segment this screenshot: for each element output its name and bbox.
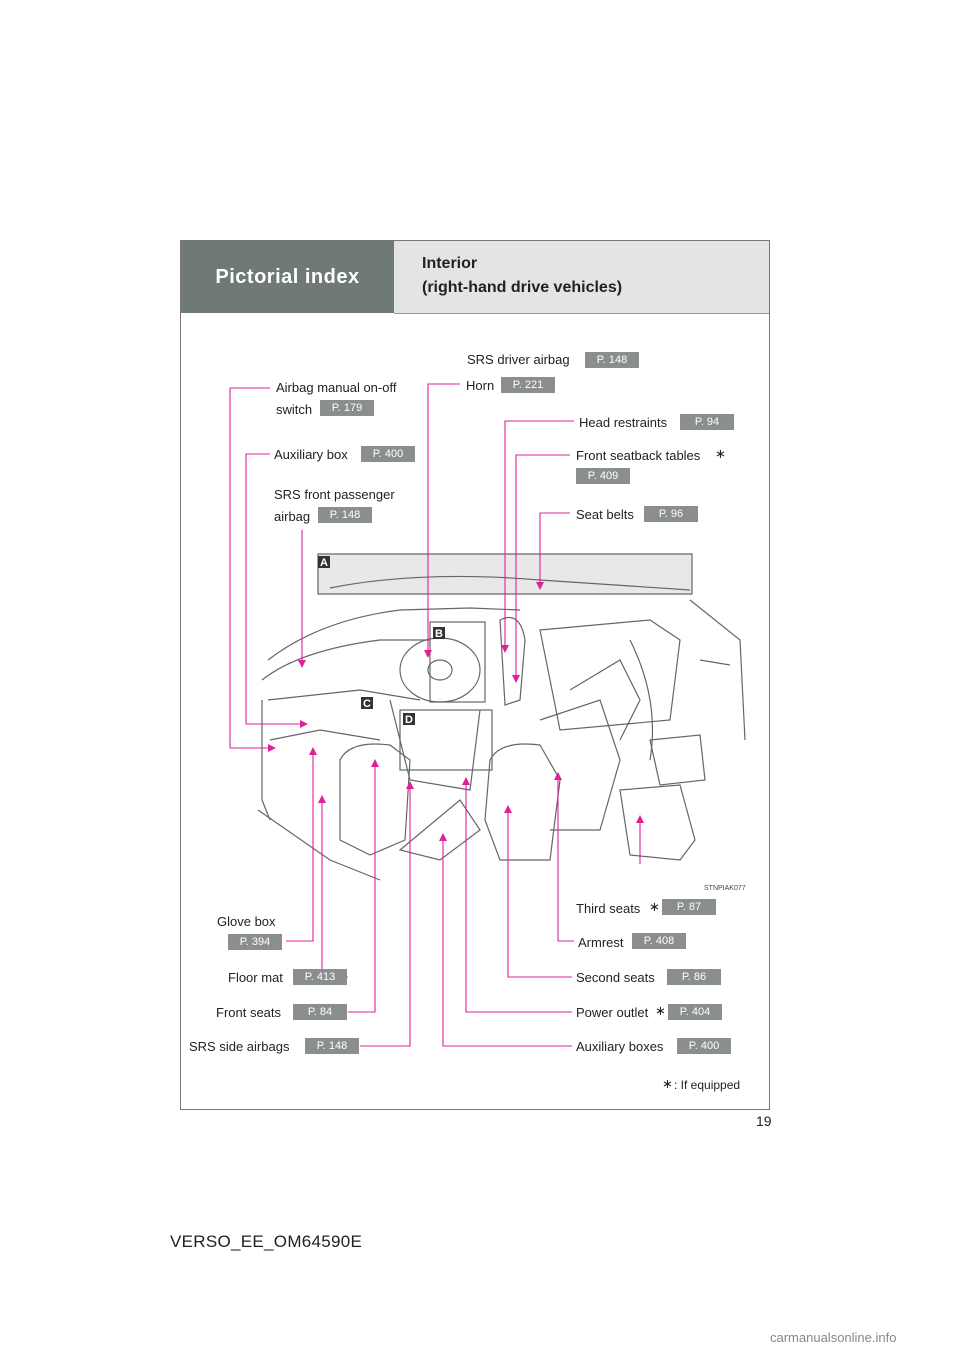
page-ref-auxiliary-box: P. 400: [361, 446, 415, 462]
page-ref-power-outlet: P. 404: [668, 1004, 722, 1020]
label-armrest: Armrest: [578, 935, 624, 950]
image-code: STNPIAK077: [704, 885, 746, 892]
page-ref-horn: P. 221: [501, 377, 555, 393]
page-title: Interior: [422, 255, 478, 272]
page-ref-glove-box: P. 394: [228, 934, 282, 950]
page-ref-floor-mat: P. 413: [293, 969, 347, 985]
page-ref-srs-side-airbags: P. 148: [305, 1038, 359, 1054]
label-floor-mat: Floor mat: [228, 970, 283, 985]
label-glove-box: Glove box: [217, 914, 276, 929]
inset-letter-a: A: [320, 557, 328, 569]
asterisk-power-outlet: ∗: [655, 1003, 666, 1018]
page-frame: Pictorial index Interior (right-hand dri…: [180, 240, 770, 1110]
page-ref-auxiliary-boxes: P. 400: [677, 1038, 731, 1054]
inset-letter-b: B: [435, 628, 443, 640]
page-title-block: Interior (right-hand drive vehicles): [394, 241, 769, 314]
page-ref-airbag-switch: P. 179: [320, 400, 374, 416]
label-horn: Horn: [466, 378, 495, 393]
page-ref-armrest: P. 408: [632, 933, 686, 949]
label-airbag-switch: switch: [276, 402, 313, 417]
label-srs-front-passenger-line1: SRS front passenger: [274, 487, 395, 502]
label-auxiliary-boxes: Auxiliary boxes: [576, 1039, 664, 1054]
footnote-asterisk: ∗: [662, 1076, 673, 1091]
footnote: : If equipped: [674, 1078, 741, 1092]
label-srs-front-passenger: airbag: [274, 509, 311, 524]
label-second-seats: Second seats: [576, 970, 655, 985]
page-ref-srs-driver-airbag: P. 148: [585, 352, 639, 368]
label-auxiliary-box: Auxiliary box: [274, 447, 348, 462]
asterisk-front-seatback: ∗: [715, 446, 726, 461]
page-ref-second-seats: P. 86: [667, 969, 721, 985]
page-ref-front-seatback-tables: P. 409: [576, 468, 630, 484]
page-ref-srs-front-passenger: P. 148: [318, 507, 372, 523]
label-front-seatback-tables: Front seatback tables: [576, 448, 701, 463]
label-head-restraints: Head restraints: [579, 415, 668, 430]
label-third-seats: Third seats: [576, 901, 641, 916]
page-ref-seat-belts: P. 96: [644, 506, 698, 522]
callout-arrowheads: [268, 582, 644, 841]
inset-letter-d: D: [405, 714, 413, 726]
label-seat-belts: Seat belts: [576, 507, 634, 522]
inset-letter-c: C: [363, 698, 371, 710]
callout-lines: [229, 383, 641, 1047]
page-subtitle: (right-hand drive vehicles): [422, 279, 623, 296]
label-power-outlet: Power outlet: [576, 1005, 649, 1020]
label-airbag-switch-line1: Airbag manual on-off: [276, 380, 397, 395]
document-code: VERSO_EE_OM64590E: [170, 1232, 363, 1251]
page-ref-head-restraints: P. 94: [680, 414, 734, 430]
label-front-seats: Front seats: [216, 1005, 282, 1020]
asterisk-third-seats: ∗: [649, 899, 660, 914]
page-ref-third-seats: P. 87: [662, 899, 716, 915]
label-srs-driver-airbag: SRS driver airbag: [467, 352, 570, 367]
page-number: 19: [756, 1113, 772, 1129]
section-tab: Pictorial index: [181, 241, 394, 313]
page-ref-front-seats: P. 84: [293, 1004, 347, 1020]
label-srs-side-airbags: SRS side airbags: [189, 1039, 290, 1054]
watermark: carmanualsonline.info: [770, 1330, 897, 1345]
